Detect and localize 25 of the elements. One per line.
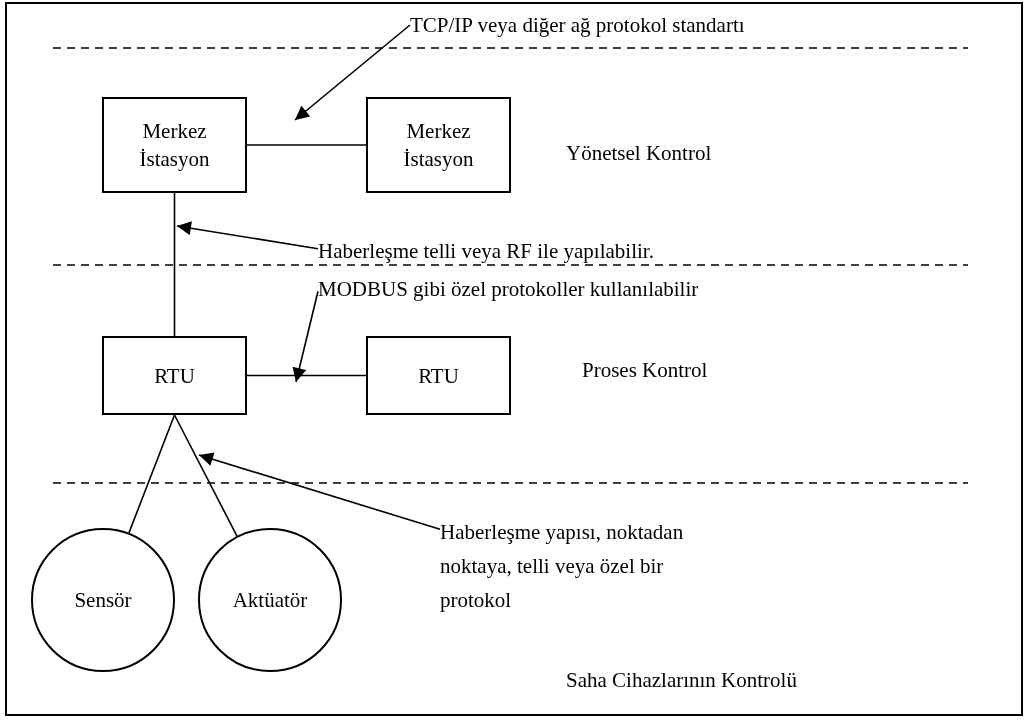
node-label: Aktüatör <box>231 587 309 614</box>
node-label: Merkez İstasyon <box>138 118 211 173</box>
process-box <box>366 336 511 415</box>
connector-line <box>246 144 367 146</box>
node-label: Merkez İstasyon <box>402 118 475 173</box>
process-box <box>102 97 247 193</box>
node-label: RTU <box>153 362 196 390</box>
layer-label: Saha Cihazlarının Kontrolü <box>566 668 797 693</box>
connector-line <box>246 374 367 377</box>
connector-line <box>173 414 238 537</box>
layer-label: Proses Kontrol <box>582 358 708 383</box>
connector-line <box>173 192 176 337</box>
process-box <box>102 336 247 415</box>
annotation-text: Haberleşme telli veya RF ile yapılabilir. MODBUS gibi özel protokoller kullanılabilir <box>318 232 732 308</box>
node-label: Sensör <box>73 587 133 614</box>
process-box <box>366 97 511 193</box>
connector-line <box>128 414 176 534</box>
leader-arrow <box>292 290 319 383</box>
leader-arrow <box>176 221 319 250</box>
annotation-text: Haberleşme yapısı, noktadan noktaya, telli veya özel bir protokol <box>440 515 692 617</box>
node-label: RTU <box>417 362 460 390</box>
layer-label: Yönetsel Kontrol <box>566 141 712 166</box>
leader-arrow <box>294 24 411 121</box>
leader-arrow <box>198 452 441 531</box>
annotation-text: TCP/IP veya diğer ağ protokol standartı <box>410 10 830 40</box>
